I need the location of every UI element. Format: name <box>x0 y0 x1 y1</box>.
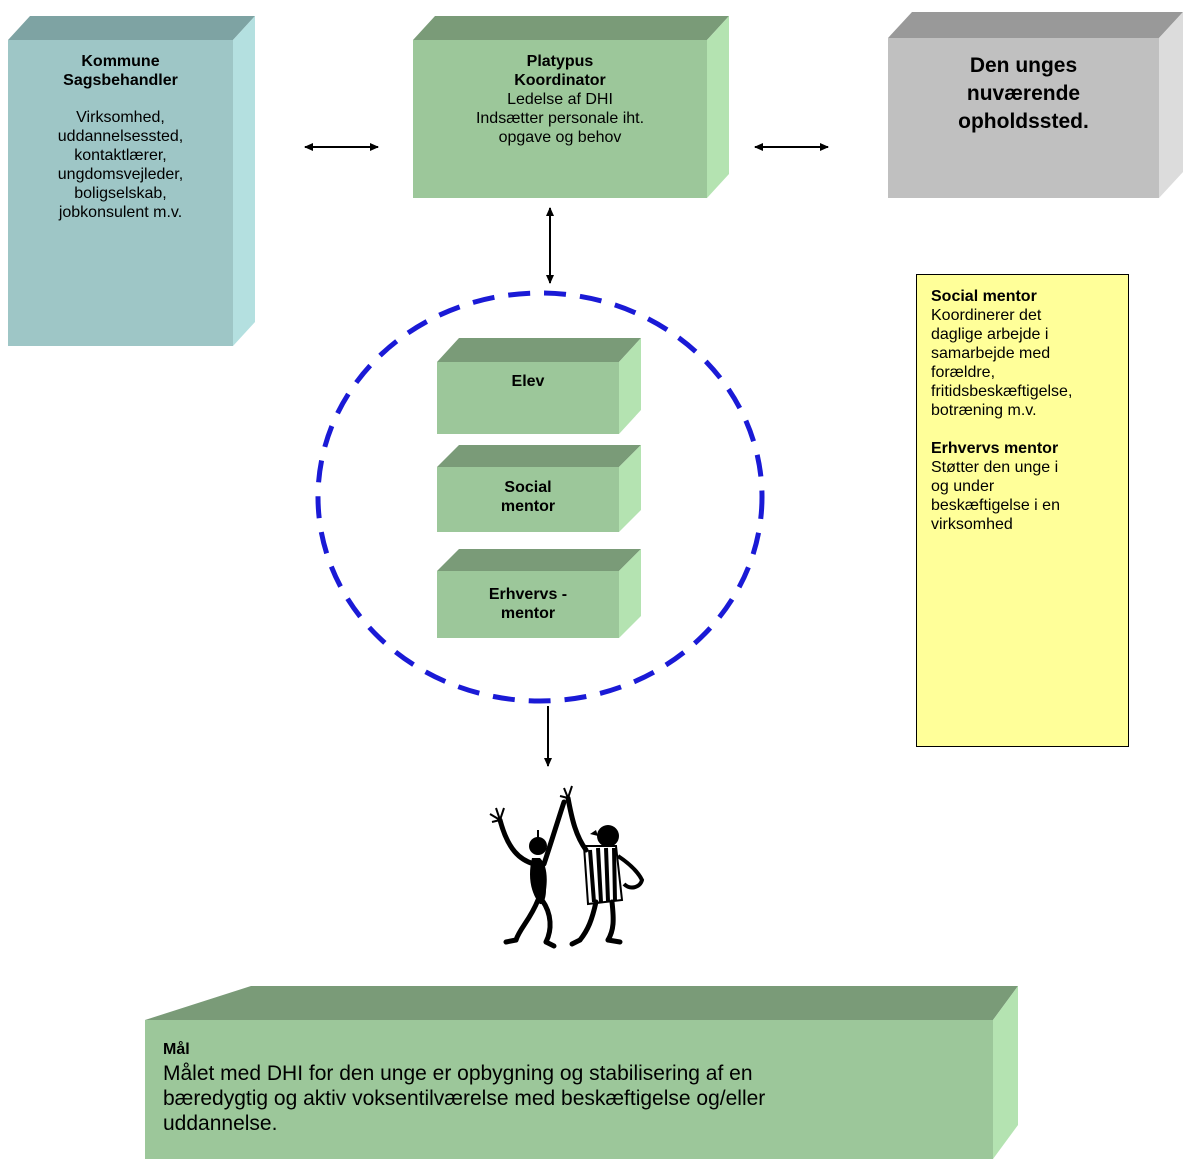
social-mentor-box-top <box>437 445 641 467</box>
team-circle <box>315 290 765 704</box>
opholdssted-box-front: Den unges nuværende opholdssted. <box>888 38 1159 198</box>
opholdssted-title: Den unges nuværende opholdssted. <box>958 54 1089 133</box>
mentor-note: Social mentor Koordinerer det daglige ar… <box>916 274 1129 747</box>
note-erhvervs-title: Erhvervs mentor <box>931 440 1059 457</box>
goal-body: Målet med DHI for den unge er opbygning … <box>163 1062 766 1135</box>
social-mentor-box-front: Social mentor <box>437 467 619 532</box>
goal-box: Mål Målet med DHI for den unge er opbygn… <box>145 986 1018 1159</box>
note-erhvervs-body: Støtter den unge i og under beskæftigels… <box>931 459 1060 533</box>
kommune-body: Virksomhed, uddannelsessted, kontaktlære… <box>57 109 184 221</box>
erhvervs-mentor-box: Erhvervs - mentor <box>437 549 641 638</box>
elev-box-front: Elev <box>437 362 619 434</box>
elev-box-top <box>437 338 641 362</box>
kommune-title: Kommune Sagsbehandler <box>63 53 178 89</box>
social-mentor-label: Social mentor <box>500 479 556 515</box>
elev-box: Elev <box>437 338 641 434</box>
goal-title: Mål <box>163 1041 190 1058</box>
platypus-box: Platypus Koordinator Ledelse af DHI Inds… <box>413 16 729 198</box>
erhvervs-mentor-box-front: Erhvervs - mentor <box>437 571 619 638</box>
note-social-title: Social mentor <box>931 288 1037 305</box>
platypus-body: Ledelse af DHI Indsætter personale iht. … <box>475 91 645 146</box>
erhvervs-mentor-label: Erhvervs - mentor <box>488 586 568 622</box>
elev-label: Elev <box>511 373 545 390</box>
erhvervs-mentor-box-side <box>619 549 641 638</box>
goal-box-side <box>993 986 1018 1159</box>
platypus-box-top <box>413 16 729 40</box>
kommune-box: Kommune Sagsbehandler Virksomhed, uddann… <box>8 16 255 346</box>
opholdssted-box-top <box>888 12 1183 38</box>
opholdssted-box-side <box>1159 12 1183 198</box>
kommune-box-top <box>8 16 255 40</box>
opholdssted-box: Den unges nuværende opholdssted. <box>888 12 1183 198</box>
social-mentor-box: Social mentor <box>437 445 641 532</box>
goal-box-top <box>145 986 1018 1020</box>
goal-box-front: Mål Målet med DHI for den unge er opbygn… <box>145 1020 993 1159</box>
platypus-box-front: Platypus Koordinator Ledelse af DHI Inds… <box>413 40 707 198</box>
platypus-title: Platypus Koordinator <box>514 53 606 89</box>
celebrating-people-icon <box>489 785 645 949</box>
social-mentor-box-side <box>619 445 641 532</box>
kommune-box-side <box>233 16 255 346</box>
elev-box-side <box>619 338 641 434</box>
kommune-box-front: Kommune Sagsbehandler Virksomhed, uddann… <box>8 40 233 346</box>
platypus-box-side <box>707 16 729 198</box>
erhvervs-mentor-box-top <box>437 549 641 571</box>
note-social-body: Koordinerer det daglige arbejde i samarb… <box>931 307 1073 419</box>
